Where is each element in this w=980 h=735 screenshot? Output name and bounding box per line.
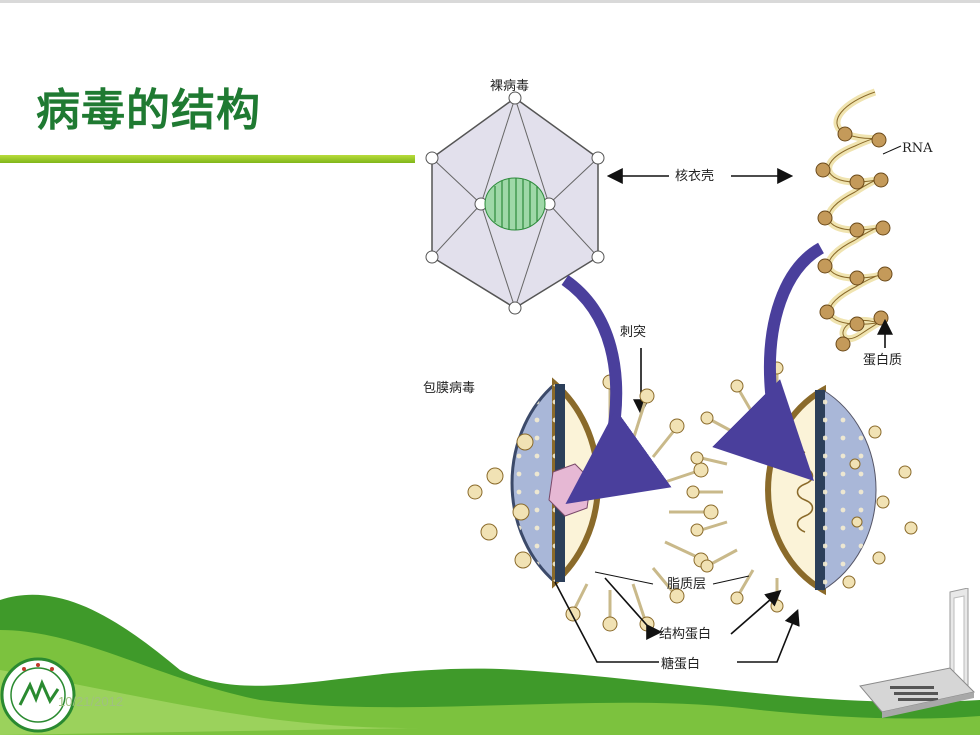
label-spike: 刺突 [620,324,646,340]
label-glycoprotein: 糖蛋白 [661,656,700,672]
label-naked-virus: 裸病毒 [490,79,529,94]
top-border [0,0,980,3]
label-structural-protein: 结构蛋白 [659,626,711,642]
university-emblem-icon [0,657,76,733]
slide-title: 病毒的结构 [36,85,261,136]
label-protein: 蛋白质 [863,352,902,368]
footer-wave-decoration [0,594,980,735]
label-rna: RNA [902,141,933,156]
helical-nucleocapsid [815,88,893,352]
slide-date: 10/21/2012 [58,694,124,709]
title-underline-bar [0,155,415,163]
label-enveloped-virus: 包膜病毒 [423,381,475,396]
naked-virus-capsid [425,91,605,315]
label-capsid: 核衣壳 [675,168,714,184]
label-lipid-layer: 脂质层 [667,577,706,592]
virus-structure-diagram: 裸病毒 RNA 核衣壳 蛋白质 刺突 包膜病毒 [423,79,933,672]
laptop-icon [859,588,975,718]
